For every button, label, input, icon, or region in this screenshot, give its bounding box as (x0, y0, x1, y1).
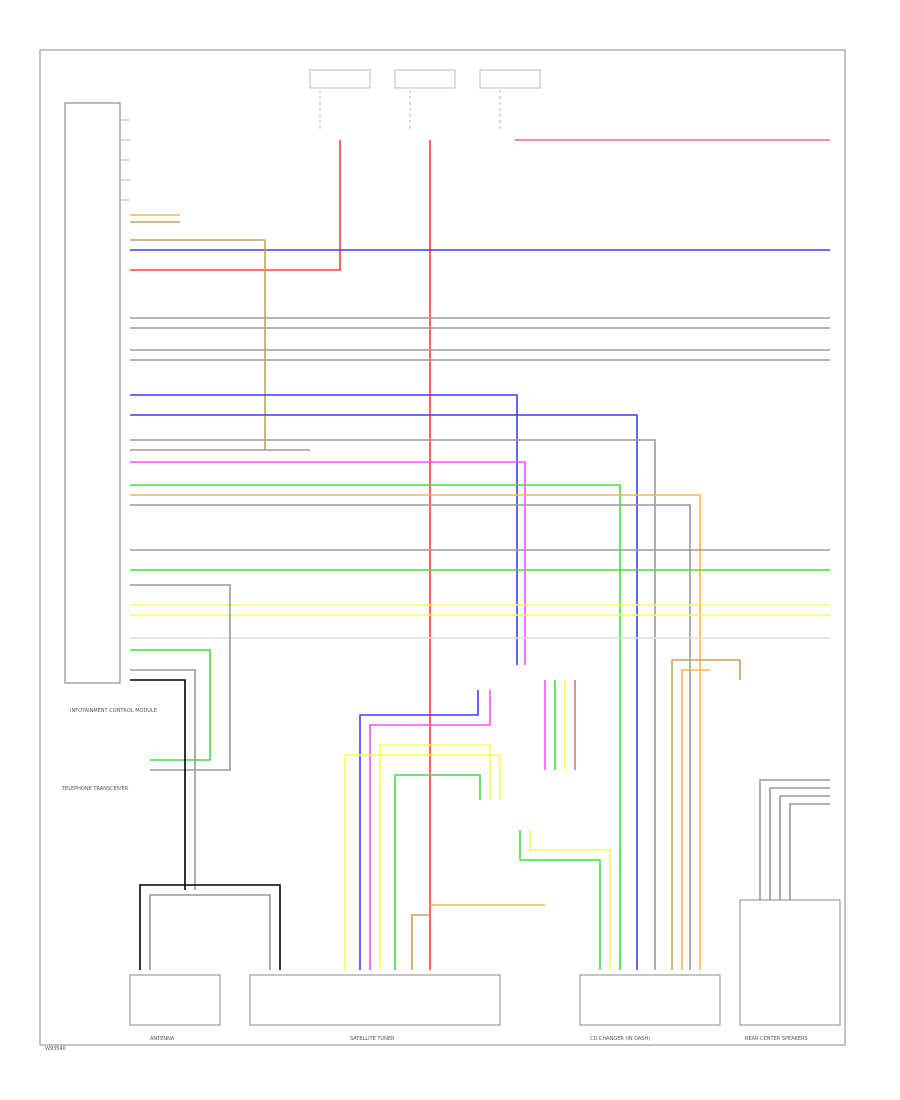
wire-gray-13 (779, 795, 830, 900)
fuse-box-2 (394, 69, 456, 89)
wire-tan-2 (130, 239, 266, 450)
footer-code: W93540 (45, 1046, 66, 1052)
wire-blue-2 (130, 394, 518, 665)
wire-blue-4 (359, 690, 479, 970)
wire-antenna-2 (149, 894, 271, 970)
diagram-frame (39, 49, 846, 1046)
wire-tan-4 (671, 659, 741, 970)
left-module (64, 102, 121, 684)
wire-green-4 (394, 774, 481, 970)
fuse-groups (309, 69, 541, 130)
cd-changer-module (579, 974, 721, 1026)
labels: INFOTAINMENT CONTROL MODULE TELEPHONE TR… (45, 708, 808, 1052)
wire-yellow-6 (529, 830, 611, 970)
wire-gray-10 (130, 669, 196, 890)
wire-antenna-1 (139, 884, 281, 970)
infotainment-label: INFOTAINMENT CONTROL MODULE (70, 708, 157, 714)
satellite-tuner-module (249, 974, 501, 1026)
fuse-box-3 (479, 69, 541, 89)
wire-gray-9 (130, 584, 231, 771)
wire-yellow-4 (344, 754, 501, 970)
wire-green-3 (130, 649, 211, 761)
wire-red-1 (130, 140, 341, 271)
wire-gray-14 (789, 803, 830, 900)
fuse-box-1 (309, 69, 371, 89)
pin-ticks (120, 119, 130, 201)
wire-gray-11 (759, 779, 830, 900)
wire-magenta-1 (130, 461, 526, 665)
wire-orange-4 (681, 669, 710, 970)
satellite-tuner-label: SATELLITE TUNER (350, 1036, 395, 1042)
wire-green-1 (130, 484, 621, 970)
wire-blue-3 (130, 414, 638, 970)
antenna-label: ANTENNA (150, 1036, 175, 1042)
cd-changer-label: CD CHANGER (IN DASH) (590, 1036, 650, 1042)
wire-green-6 (519, 830, 601, 970)
rear-speakers-label: REAR CENTER SPEAKERS (745, 1036, 808, 1042)
wire-orange-2 (130, 494, 701, 970)
wire-gray-5 (130, 439, 656, 970)
antenna-module (129, 974, 221, 1026)
rear-speakers-module (739, 899, 841, 1026)
wire-magenta-2 (369, 690, 491, 970)
wire-tan-3 (411, 914, 430, 970)
wire-gray-7 (130, 504, 691, 970)
wire-yellow-3 (379, 744, 491, 970)
wire-black-1 (130, 679, 186, 890)
wire-gray-12 (769, 787, 830, 900)
bottom-modules (129, 899, 841, 1026)
wires (130, 139, 830, 970)
telephone-label: TELEPHONE TRANSCEIVER (61, 786, 129, 792)
